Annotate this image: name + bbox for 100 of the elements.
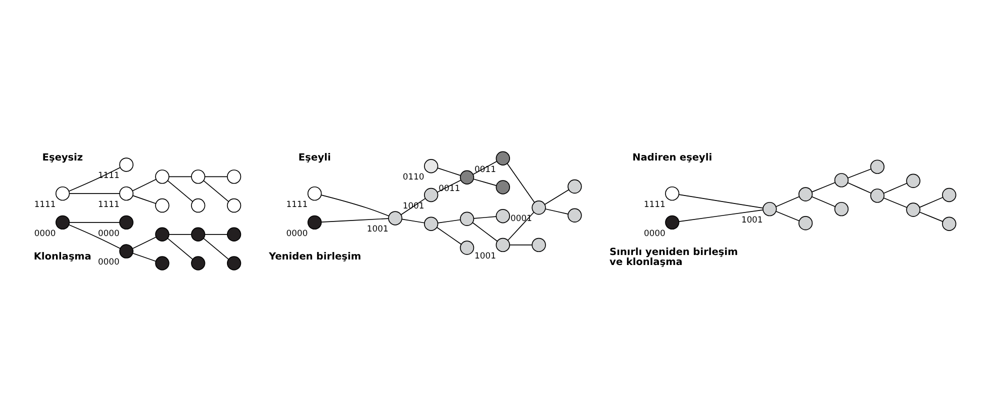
connector [919,196,944,208]
node-circle [532,237,546,252]
node-circle [226,256,242,270]
label: Yeniden birleşim [268,251,362,262]
node-circle [191,226,206,241]
node-label: 1111 [644,198,666,209]
node-circle [155,169,170,184]
node-circle [665,214,680,230]
connector [506,162,535,202]
node-circle [191,198,206,212]
connector [776,210,800,221]
node-circle [308,186,322,200]
node-circle [155,198,170,212]
node-circle [762,201,777,216]
node-circle [155,226,170,241]
node-circle [834,201,849,216]
node-label: 0000 [98,256,120,266]
node-circle [568,208,582,222]
node-label: 0000 [98,227,120,238]
connector [402,218,425,223]
node-circle [388,210,402,225]
connector [919,211,944,222]
connector [847,182,872,194]
connector [473,216,496,218]
node-circle [226,169,242,184]
connector [167,237,194,260]
node-circle [56,214,70,230]
node-circle [460,170,474,184]
node-circle [870,159,884,174]
node-label: 0000 [286,227,308,238]
connector [437,167,461,176]
node-circle [496,150,510,165]
connector [509,244,532,245]
node-circle [568,178,582,194]
connector [776,196,800,207]
connector [883,182,908,194]
node-label: 0000 [644,227,666,238]
connector [167,180,194,202]
node-circle [870,188,884,202]
connector [437,218,461,223]
connector [168,176,192,177]
node-circle [834,172,849,187]
connector [204,233,228,234]
connector [320,194,390,216]
node-label: 1001 [366,223,388,234]
connector [545,208,568,214]
connector [69,192,120,194]
node-circle [906,202,920,216]
connector [132,236,156,248]
node-circle [226,226,242,241]
connector [812,196,836,207]
node-circle [798,186,813,201]
connector [203,237,229,260]
node-circle [496,237,510,252]
connector [678,194,764,208]
node-label: 1001 [474,250,496,260]
node-label: 0000 [34,227,56,238]
connector [204,176,228,177]
node-circle [496,180,510,194]
connector [472,222,498,242]
node-circle [119,214,134,230]
node-circle [532,200,546,214]
node-circle [460,211,474,226]
connector [321,218,389,222]
label: Eşeysiz [42,152,83,163]
node-label: 1111 [286,198,308,209]
connector [68,224,121,248]
node-circle [56,186,70,200]
node-circle [942,216,956,230]
node-circle [155,256,170,270]
node-circle [119,186,134,200]
node-circle [665,186,680,200]
node-circle [308,214,322,230]
connector [132,194,156,204]
connector [132,252,156,262]
node-circle [424,187,438,202]
connector [473,178,497,186]
node-circle [424,216,438,230]
label: Sınırlı yeniden birleşim ve klonlaşma [610,246,738,268]
connector [544,188,570,204]
connector [883,197,908,208]
node-circle [942,187,956,202]
node-label: 0110 [402,171,424,182]
connector [203,180,229,202]
connector [436,226,462,244]
connector [68,166,121,192]
label: Klonlaşma [34,251,92,262]
label: Eşeyli [298,152,331,163]
node-circle [191,256,206,270]
node-circle [119,157,134,172]
node-circle [798,216,813,230]
node-circle [460,240,474,254]
connector [678,208,764,222]
node-circle [119,244,134,258]
node-label: 1111 [34,198,56,209]
node-circle [496,208,510,223]
node-label: 1111 [98,198,120,209]
connector [168,233,192,234]
label: Nadiren eşeyli [632,152,712,163]
node-circle [226,198,242,212]
